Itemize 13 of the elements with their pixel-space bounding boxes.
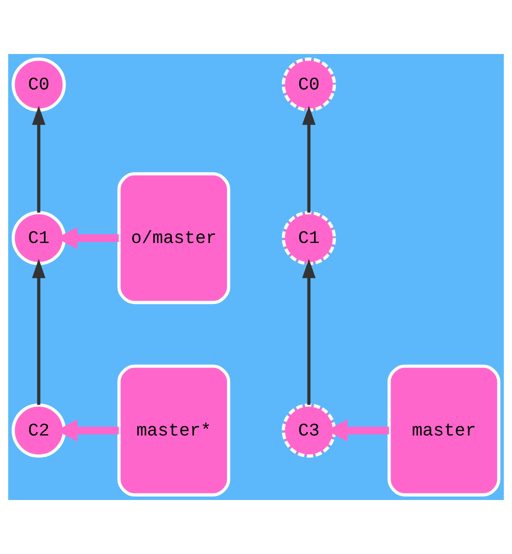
node-circle: C2 xyxy=(12,403,66,458)
node-circle: C3 xyxy=(282,403,336,458)
node-box: master* xyxy=(117,364,230,496)
node-box: o/master xyxy=(117,172,230,304)
arrow xyxy=(302,258,316,405)
arrow xyxy=(32,106,46,213)
node-circle: C1 xyxy=(282,211,336,266)
arrow xyxy=(302,106,316,213)
node-circle: C1 xyxy=(12,211,66,266)
node-circle: C0 xyxy=(282,58,336,112)
arrow xyxy=(32,258,46,405)
node-box: master xyxy=(388,364,500,496)
node-circle: C0 xyxy=(12,58,66,112)
